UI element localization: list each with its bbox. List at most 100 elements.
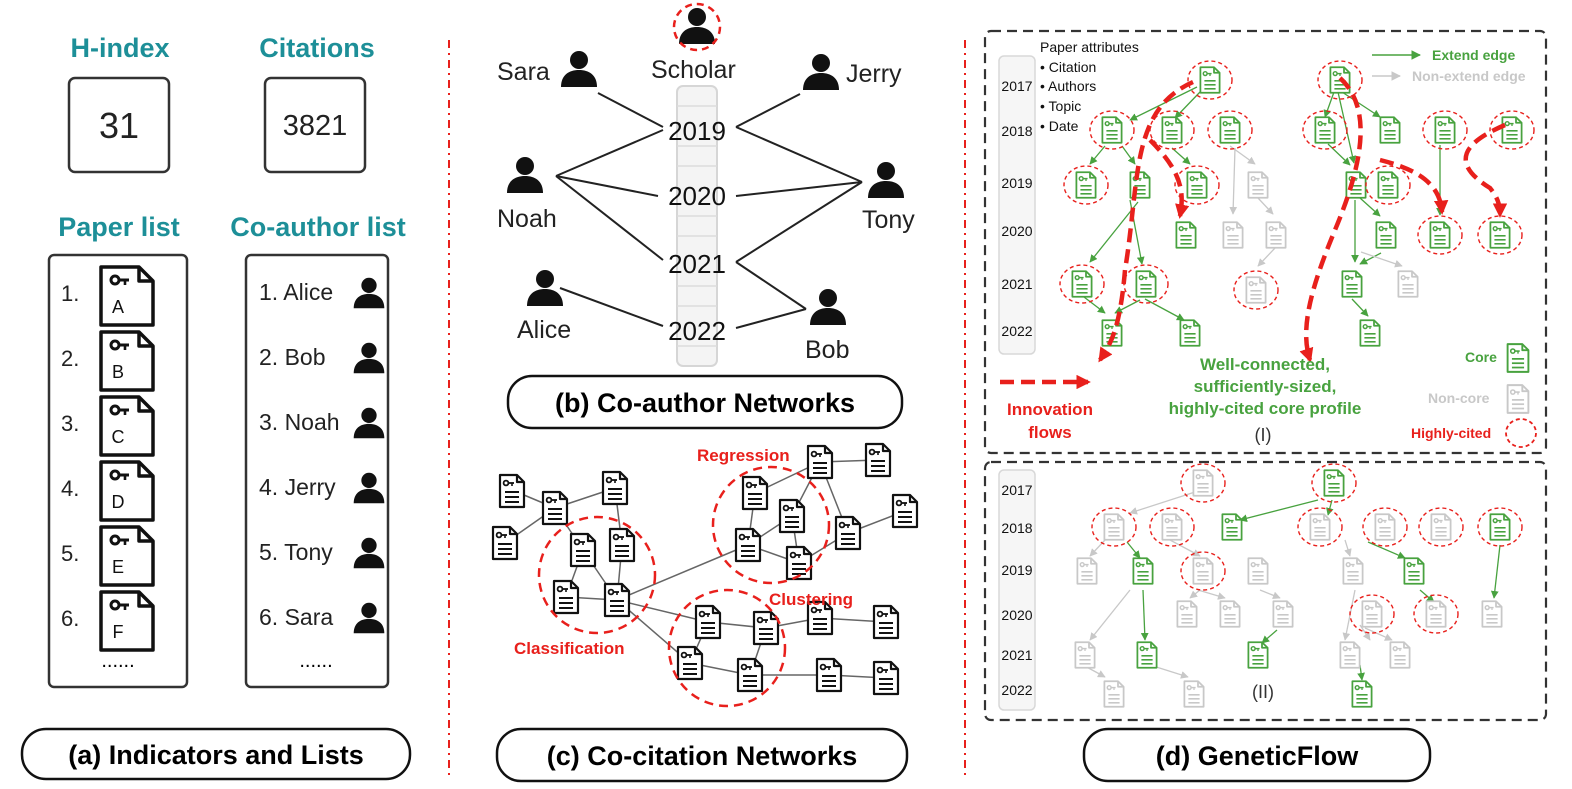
coauthor-name: 1. Alice (259, 279, 333, 305)
genetic-flow-box-top (983, 29, 1548, 455)
core-paper-icon (1101, 116, 1123, 144)
coauthor-list-ellipsis: ...... (299, 650, 332, 672)
cc-doc-9 (694, 604, 722, 640)
paper-number: 1. (61, 281, 79, 306)
year-2019: 2019 (668, 116, 726, 146)
cc-doc-6 (608, 527, 636, 563)
scholar-highlight (672, 2, 722, 52)
noncore-paper-icon (1265, 221, 1287, 249)
cc-doc-14 (872, 604, 900, 640)
caption-d-box (1082, 727, 1432, 783)
caption-a-box (20, 727, 412, 781)
cc-doc-22 (864, 442, 892, 478)
paper-letter: E (112, 557, 124, 577)
core-paper-icon (1351, 680, 1373, 708)
noncore-paper-icon (1222, 221, 1244, 249)
bottom-year-2022: 2022 (1001, 682, 1032, 698)
core-paper-icon (1219, 116, 1241, 144)
cluster-regression (711, 465, 831, 585)
cc-doc-15 (815, 657, 843, 693)
hindex-label: H-index (70, 33, 169, 63)
cluster-clustering (667, 588, 787, 708)
cc-doc-10 (752, 610, 780, 646)
cc-doc-12 (736, 657, 764, 693)
paper-icon (99, 395, 155, 457)
cc-doc-5 (569, 532, 597, 568)
noncore-paper-icon (1339, 641, 1361, 669)
legend-nonextend-label: Non-extend edge (1412, 68, 1526, 84)
paper-letter: F (113, 622, 124, 642)
highly-cited-marker (1422, 110, 1468, 150)
highly-cited-marker (1180, 463, 1226, 503)
paper-attributes-title: Paper attributes (1040, 39, 1139, 55)
caption-c-box (495, 727, 909, 783)
panel-a: H-index 31 Citations 3821 Paper list Co-… (20, 33, 412, 781)
bottom-year-2019: 2019 (1001, 562, 1032, 578)
legend-extend-label: Extend edge (1432, 47, 1515, 63)
cc-doc-3 (601, 470, 629, 506)
paper-letter: A (112, 297, 124, 317)
core-paper-icon (1132, 557, 1154, 585)
cc-doc-21 (785, 545, 813, 581)
panel-d: 2017 2018 2019 2020 2021 2022 2017 2018 … (983, 29, 1548, 783)
paper-number: 4. (61, 476, 79, 501)
label-clustering: Clustering (769, 590, 853, 609)
highly-cited-marker (1063, 165, 1109, 205)
core-paper-icon (1489, 513, 1511, 541)
core-paper-icon (1403, 557, 1425, 585)
coauthor-name: 6. Sara (259, 604, 333, 630)
timeline-bar (676, 85, 718, 367)
paper-list: 1.A2.B3.C4.D5.E6.F (61, 265, 155, 652)
paper-number: 3. (61, 411, 79, 436)
attr-topic: • Topic (1040, 98, 1081, 114)
highly-cited-marker (1089, 110, 1135, 150)
person-tony-icon (868, 162, 904, 198)
core-paper-icon (1323, 469, 1345, 497)
highly-cited-marker (1207, 110, 1253, 150)
profile-line-1: Well-connected, (1200, 355, 1330, 374)
panel-b: 2019 2020 2021 2022 Sara Scholar Jerry N… (497, 2, 915, 430)
noncore-paper-icon (1397, 270, 1419, 298)
label-regression: Regression (697, 446, 790, 465)
highly-cited-marker (1091, 507, 1137, 547)
cc-doc-2 (541, 490, 569, 526)
cc-doc-19 (741, 475, 769, 511)
year-2021: 2021 (668, 249, 726, 279)
noncore-paper-icon (1481, 600, 1503, 628)
highly-cited-marker (1365, 165, 1411, 205)
label-i: (I) (1255, 425, 1272, 445)
paper-list-ellipsis: ...... (101, 650, 134, 672)
paper-icon (99, 590, 155, 652)
paper-icon (99, 265, 155, 327)
year-2022: 2022 (668, 316, 726, 346)
noncore-paper-icon (1425, 600, 1447, 628)
noncore-paper-icon (1161, 513, 1183, 541)
bottom-year-2020: 2020 (1001, 607, 1032, 623)
core-paper-icon (1429, 221, 1451, 249)
coauthor-name: 2. Bob (259, 344, 326, 370)
highly-cited-marker (1417, 215, 1463, 255)
genetic-flow-graph-top (1059, 60, 1535, 363)
noncore-paper-icon (1103, 680, 1125, 708)
core-paper-icon (1071, 270, 1093, 298)
cc-doc-11 (676, 645, 704, 681)
cc-doc-18 (778, 498, 806, 534)
highly-cited-marker (1233, 270, 1279, 310)
coauthor-list-title: Co-author list (230, 212, 406, 242)
noncore-paper-icon (1247, 557, 1269, 585)
noncore-paper-icon (1076, 557, 1098, 585)
name-noah: Noah (497, 205, 557, 233)
name-tony: Tony (862, 206, 915, 234)
caption-b: (b) Co-author Networks (555, 388, 855, 418)
paper-letter: B (112, 362, 124, 382)
legend-noncore-label: Non-core (1428, 390, 1490, 406)
bottom-year-2017: 2017 (1001, 482, 1032, 498)
highly-cited-marker (1418, 507, 1464, 547)
top-year-2019: 2019 (1001, 175, 1032, 191)
noncore-paper-icon (1183, 680, 1205, 708)
coauthor-name: 3. Noah (259, 409, 340, 435)
legend-highly-cited-label: Highly-cited (1411, 425, 1491, 441)
core-paper-icon (1379, 116, 1401, 144)
